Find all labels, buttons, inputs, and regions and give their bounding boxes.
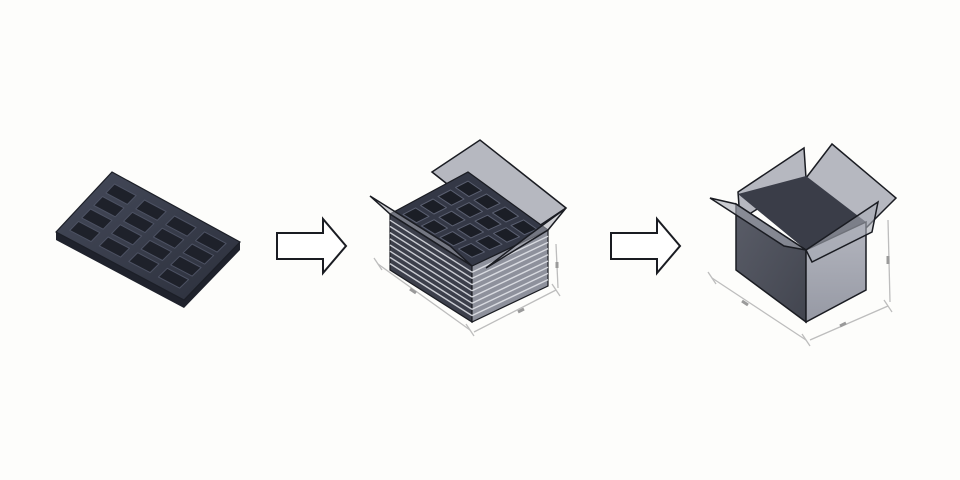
tray-cavity (458, 242, 485, 258)
tray-cavity (492, 206, 519, 223)
tray-cavity (195, 231, 227, 253)
dimension-lines (707, 219, 893, 347)
tray-cavity (438, 210, 466, 227)
tray-layer-edge (389, 244, 473, 298)
single-tray-icon (55, 171, 241, 308)
tray-layer-edge (471, 247, 549, 286)
tray-layer-edge (471, 254, 549, 292)
tray-cavity (474, 214, 502, 231)
tray-cavity (93, 196, 125, 218)
tray-cavity (135, 199, 167, 221)
tray-cavity (81, 208, 113, 230)
tray-layer-edge (471, 272, 549, 311)
tray-cavity (123, 211, 155, 234)
tray-layer-edge (389, 256, 473, 310)
tray-cavity-grid (69, 183, 227, 289)
tray-cavity (128, 252, 160, 274)
tray-cavity (437, 189, 465, 206)
tray-cavity (493, 227, 520, 243)
tray-cavity (473, 193, 501, 210)
tray-layer-edge (471, 241, 549, 280)
tray-layer-edge (389, 219, 473, 273)
tray-cavity (165, 215, 197, 237)
tray-cavity (439, 231, 467, 247)
tray-cavity (420, 198, 447, 215)
tray-cavity (456, 202, 483, 219)
tray-cavity (111, 224, 143, 246)
tray-cavity (157, 267, 190, 289)
tray-cavity (455, 180, 482, 198)
tray-layer-edge (389, 263, 473, 317)
tray-cavity (170, 255, 202, 277)
tray-cavity (98, 236, 130, 258)
tray-cavity (457, 222, 484, 239)
tray-cavity (140, 239, 172, 261)
tray-cavity (152, 227, 185, 249)
tray-layer-edge (471, 266, 549, 304)
right-arrow-icon (610, 216, 682, 276)
tray-cavity (510, 219, 538, 236)
tray-layer-edge (389, 225, 473, 279)
tray-layer-edge (471, 260, 549, 298)
tray-cavity (69, 220, 101, 243)
tray-cavity (182, 243, 215, 265)
open-shipping-box-icon (707, 142, 898, 347)
tray-cavity (402, 207, 430, 224)
right-arrow-icon (276, 216, 348, 276)
tray-layer-edge (471, 235, 549, 273)
tray-cavity (105, 183, 137, 205)
top-tray-cavity-grid (402, 180, 538, 258)
tray-layer-edge (389, 232, 473, 286)
tray-layer-edge (471, 278, 549, 317)
stacked-trays-in-open-box-icon (369, 139, 568, 337)
dimension-lines (373, 243, 561, 337)
tray-layer-edge (389, 238, 473, 292)
tray-cavity (421, 219, 448, 235)
tray-cavity (475, 235, 503, 251)
stacked-tray-layers (389, 219, 549, 317)
tray-layer-edge (389, 250, 473, 304)
